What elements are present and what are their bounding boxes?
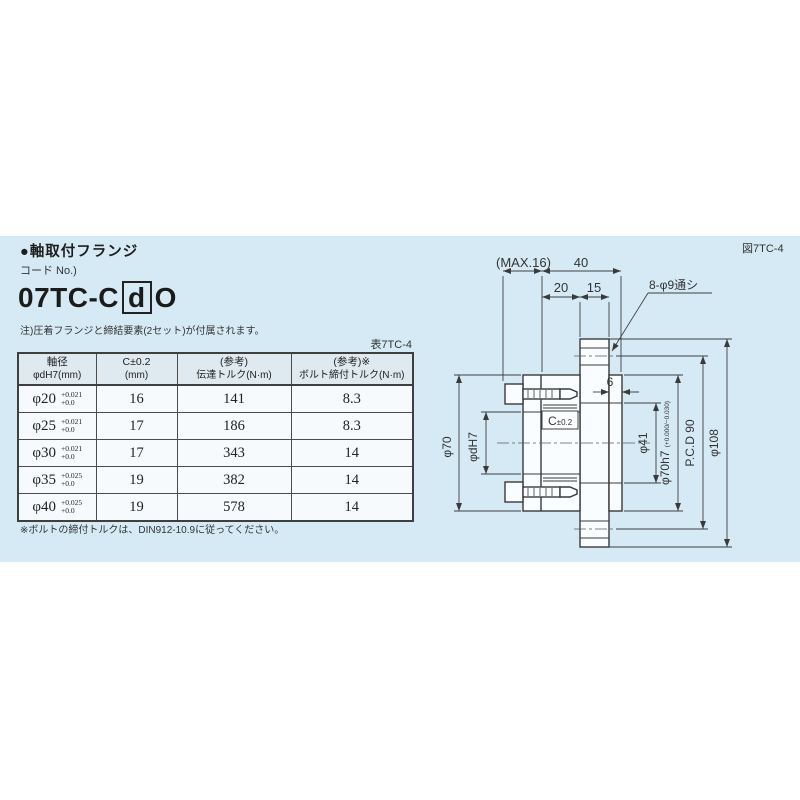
table-row: φ35+0.025+0.0 19 382 14 [17, 466, 414, 494]
col-header-bolt-torque: (参考)※ボルト締付トルク(N·m) [290, 352, 414, 386]
table-caption: 表7TC-4 [370, 339, 412, 351]
cell-torque: 382 [176, 466, 292, 494]
cell-torque: 186 [176, 412, 292, 440]
section-title: ●軸取付フランジ [20, 244, 139, 260]
c-dimension-text: C±0.2 [548, 414, 573, 428]
socket-bolt-bottom [504, 481, 578, 503]
dim-max16: (MAX.16) [496, 255, 551, 270]
table-row: φ20+0.021+0.0 16 141 8.3 [17, 384, 414, 413]
attachment-note: 注)圧着フランジと締結要素(2セット)が付属されます。 [20, 326, 265, 337]
dim-40: 40 [574, 255, 588, 270]
dim-20: 20 [554, 280, 568, 295]
dim-bolt-holes: 8-φ9通シ [649, 278, 698, 292]
cell-bolt-torque: 14 [290, 493, 414, 522]
table-row: φ30+0.021+0.0 17 343 14 [17, 439, 414, 467]
dim-dia-dH7: φdH7 [466, 432, 480, 462]
dim-dia41: φ41 [636, 432, 650, 453]
code-number-label: コード No.) [20, 265, 77, 277]
c-dimension-box: C±0.2 [541, 410, 579, 430]
centerlines [497, 355, 650, 530]
dimension-lines [454, 268, 732, 548]
cell-bolt-torque: 14 [290, 466, 414, 494]
cell-bolt-torque: 8.3 [290, 412, 414, 440]
figure-label: 図7TC-4 [742, 243, 784, 255]
cell-bolt-torque: 8.3 [290, 384, 414, 413]
socket-bolt-top [504, 383, 578, 405]
dim-pcd90: P.C.D 90 [683, 419, 697, 466]
dim-dia70: φ70 [440, 436, 454, 457]
cell-c: 17 [95, 412, 178, 440]
din-footnote: ※ボルトの締付トルクは、DIN912-10.9に従ってください。 [20, 525, 285, 536]
cell-c: 19 [95, 493, 178, 522]
cell-dia: φ20+0.021+0.0 [17, 384, 97, 413]
table-row: φ25+0.021+0.0 17 186 8.3 [17, 412, 414, 440]
bores-and-holes [523, 347, 622, 539]
dim-6: 6 [607, 375, 614, 389]
cell-bolt-torque: 14 [290, 439, 414, 467]
col-header-trans-torque: (参考)伝達トルク(N·m) [176, 352, 292, 386]
col-header-c: C±0.2(mm) [95, 352, 178, 386]
cell-dia: φ35+0.025+0.0 [17, 466, 97, 494]
cell-c: 17 [95, 439, 178, 467]
model-suffix: O [154, 282, 177, 313]
table-row: φ40+0.025+0.0 19 578 14 [17, 493, 414, 522]
dim-dia108: φ108 [707, 429, 721, 457]
dim-dia70h7: φ70h7 (+0.000/−0.030) [658, 401, 672, 485]
model-boxed-letter: d [122, 281, 152, 315]
model-prefix: 07TC-C [18, 282, 120, 313]
dim-15: 15 [587, 280, 601, 295]
cell-torque: 578 [176, 493, 292, 522]
cell-torque: 343 [176, 439, 292, 467]
